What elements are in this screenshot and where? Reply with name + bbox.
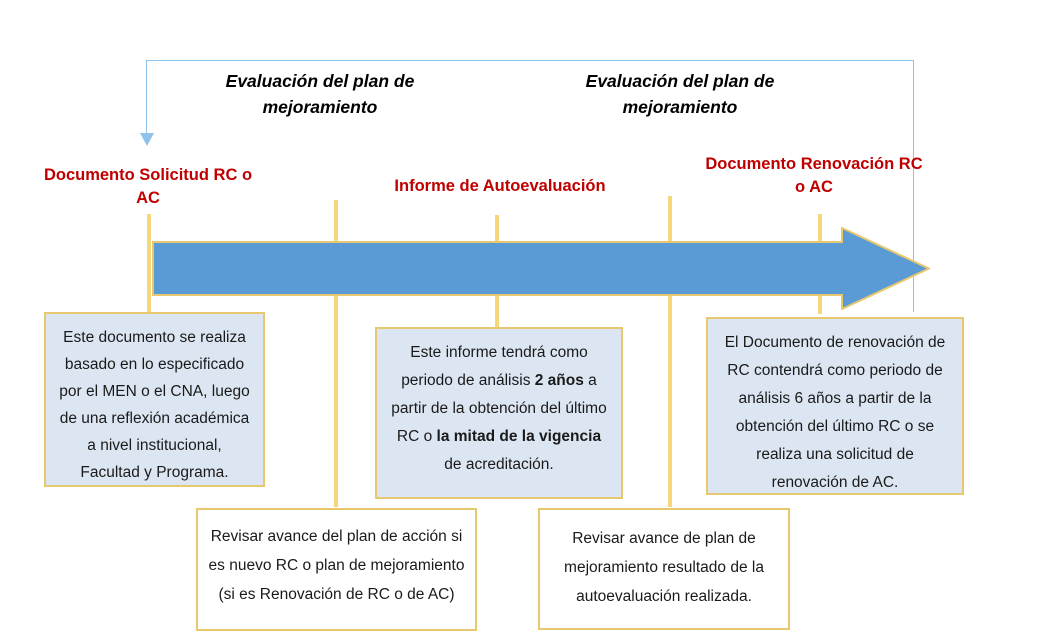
bracket-right-line bbox=[913, 60, 914, 312]
tick-line-review-2 bbox=[668, 196, 672, 507]
phase-heading-evaluacion-2: Evaluación del plan de mejoramiento bbox=[585, 71, 775, 117]
milestone-label-documento-renovacion: Documento Renovación RC o AC bbox=[705, 155, 923, 196]
info-box-documento-renovacion: El Documento de renovación de RC contend… bbox=[706, 317, 964, 495]
info-box-revisar-avance-plan-mejoramiento: Revisar avance de plan de mejoramiento r… bbox=[538, 508, 790, 630]
bracket-left-line bbox=[146, 60, 147, 136]
timeline-arrow-icon bbox=[152, 227, 930, 310]
phase-heading-evaluacion-1: Evaluación del plan de mejoramiento bbox=[225, 71, 415, 117]
tick-line-milestone-1 bbox=[147, 214, 151, 314]
info-box-informe-autoevaluacion: Este informe tendrá como periodo de anál… bbox=[375, 327, 623, 499]
milestone-label-informe-autoevaluacion: Informe de Autoevaluación bbox=[394, 177, 606, 195]
bracket-top-line bbox=[146, 60, 914, 61]
tick-line-review-1 bbox=[334, 200, 338, 507]
bracket-down-arrow-icon bbox=[140, 133, 154, 146]
info-box-revisar-avance-plan-accion: Revisar avance del plan de acción si es … bbox=[196, 508, 477, 631]
info-box-documento-solicitud: Este documento se realiza basado en lo e… bbox=[44, 312, 265, 487]
milestone-label-documento-solicitud: Documento Solicitud RC o AC bbox=[43, 166, 253, 207]
